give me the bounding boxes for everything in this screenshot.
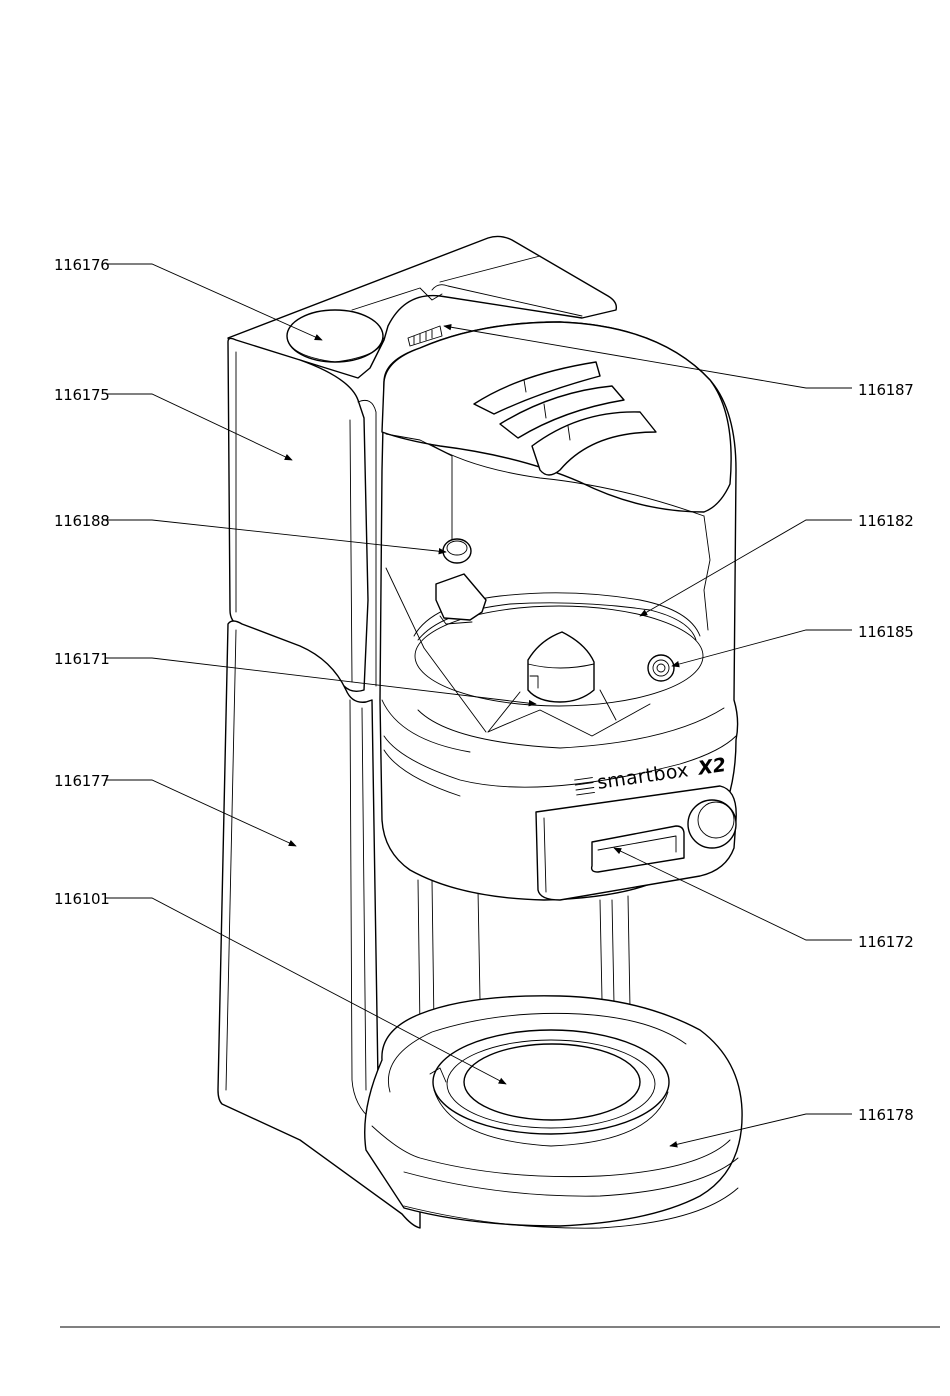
part-label-116172: 116172 — [858, 933, 913, 951]
part-label-116175: 116175 — [54, 386, 109, 404]
part-label-116185: 116185 — [858, 623, 913, 641]
part-label-116177: 116177 — [54, 772, 109, 790]
part-label-116178: 116178 — [858, 1106, 913, 1124]
part-label-116176: 116176 — [54, 256, 109, 274]
part-label-116182: 116182 — [858, 512, 913, 530]
part-label-116188: 116188 — [54, 512, 109, 530]
knob-fastener — [648, 655, 674, 681]
part-label-116101: 116101 — [54, 890, 109, 908]
part-label-116171: 116171 — [54, 650, 109, 668]
switch-button — [443, 539, 471, 563]
machine-illustration: smartbox X2 — [218, 236, 742, 1228]
brand-model: X2 — [696, 754, 728, 780]
part-label-116187: 116187 — [858, 381, 913, 399]
